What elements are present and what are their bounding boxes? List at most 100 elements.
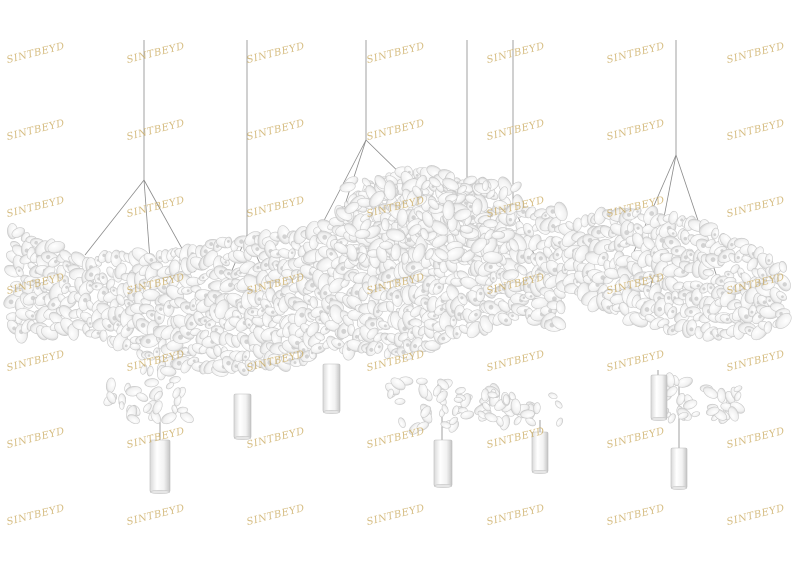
petal — [468, 309, 482, 322]
petal — [445, 193, 458, 203]
petal — [653, 298, 668, 317]
petal — [717, 387, 727, 403]
petal — [153, 347, 161, 359]
pendant-cylinders — [149, 363, 688, 494]
pendant-cylinder — [670, 447, 688, 490]
petal — [690, 288, 703, 306]
petal — [374, 342, 384, 354]
petal — [171, 404, 178, 414]
petal — [368, 190, 385, 208]
petal — [383, 180, 397, 201]
petal — [691, 411, 701, 418]
petal — [668, 210, 678, 225]
petal — [493, 200, 508, 210]
petal — [491, 230, 506, 240]
petal — [143, 403, 152, 413]
petal — [436, 390, 448, 403]
petal — [711, 227, 720, 240]
petal — [169, 376, 181, 384]
petal — [47, 241, 66, 254]
petal — [676, 392, 686, 406]
petal — [150, 261, 163, 271]
petal — [241, 350, 251, 362]
petal — [508, 238, 519, 252]
petal — [328, 277, 345, 294]
petal — [416, 377, 428, 385]
petal — [776, 274, 791, 292]
petal — [416, 421, 429, 431]
pendant-cylinder — [433, 439, 453, 488]
petal — [763, 321, 773, 334]
petal — [510, 181, 522, 193]
petal — [453, 396, 464, 403]
petal — [146, 365, 154, 377]
petal — [484, 412, 498, 423]
petal — [354, 229, 371, 239]
petal — [99, 329, 108, 342]
petal — [554, 400, 563, 409]
petal — [482, 402, 491, 412]
petal — [683, 399, 698, 410]
petal — [333, 242, 349, 255]
petal — [247, 360, 257, 372]
petal — [344, 201, 360, 214]
petal — [761, 279, 776, 291]
petal — [153, 390, 163, 401]
petal — [168, 259, 180, 276]
petal — [520, 409, 535, 419]
petal — [548, 392, 558, 400]
petal — [390, 377, 406, 391]
petal — [667, 413, 676, 424]
petal — [379, 241, 394, 250]
petal — [457, 292, 468, 306]
petal — [310, 342, 327, 354]
petal — [502, 394, 510, 405]
petal — [421, 211, 434, 228]
petal — [460, 410, 475, 420]
petal — [421, 180, 431, 190]
petal — [533, 402, 541, 415]
petal — [728, 406, 739, 422]
petal — [757, 267, 768, 281]
pendant-cylinder — [233, 393, 252, 440]
petal — [453, 208, 472, 221]
petal — [556, 417, 564, 427]
petal — [572, 217, 583, 232]
petal — [702, 268, 714, 277]
petal — [733, 385, 743, 393]
petal — [482, 180, 489, 192]
petal — [517, 265, 528, 276]
petal — [483, 219, 498, 229]
petal — [165, 381, 175, 390]
petal — [505, 211, 516, 226]
petal — [765, 253, 773, 266]
petal — [434, 248, 449, 260]
petal — [498, 186, 509, 201]
petal — [463, 175, 477, 186]
petal — [378, 320, 391, 330]
petal — [424, 340, 441, 352]
petal — [667, 306, 678, 320]
petal — [11, 227, 25, 238]
petal — [734, 391, 742, 402]
petal — [152, 400, 163, 415]
petal — [776, 291, 787, 301]
petal — [140, 364, 148, 375]
petal — [431, 234, 448, 248]
petal — [160, 366, 177, 377]
petal — [632, 232, 644, 249]
petal — [460, 225, 474, 234]
petal — [420, 405, 432, 418]
petal — [424, 248, 434, 260]
petal — [394, 398, 406, 405]
petal — [670, 245, 686, 256]
petal — [381, 217, 390, 232]
petal — [144, 378, 159, 388]
petal — [510, 398, 521, 415]
petal — [410, 306, 423, 318]
petal — [498, 300, 511, 313]
petal — [396, 208, 408, 227]
petal-sculpture — [3, 165, 792, 435]
petal — [778, 260, 788, 273]
